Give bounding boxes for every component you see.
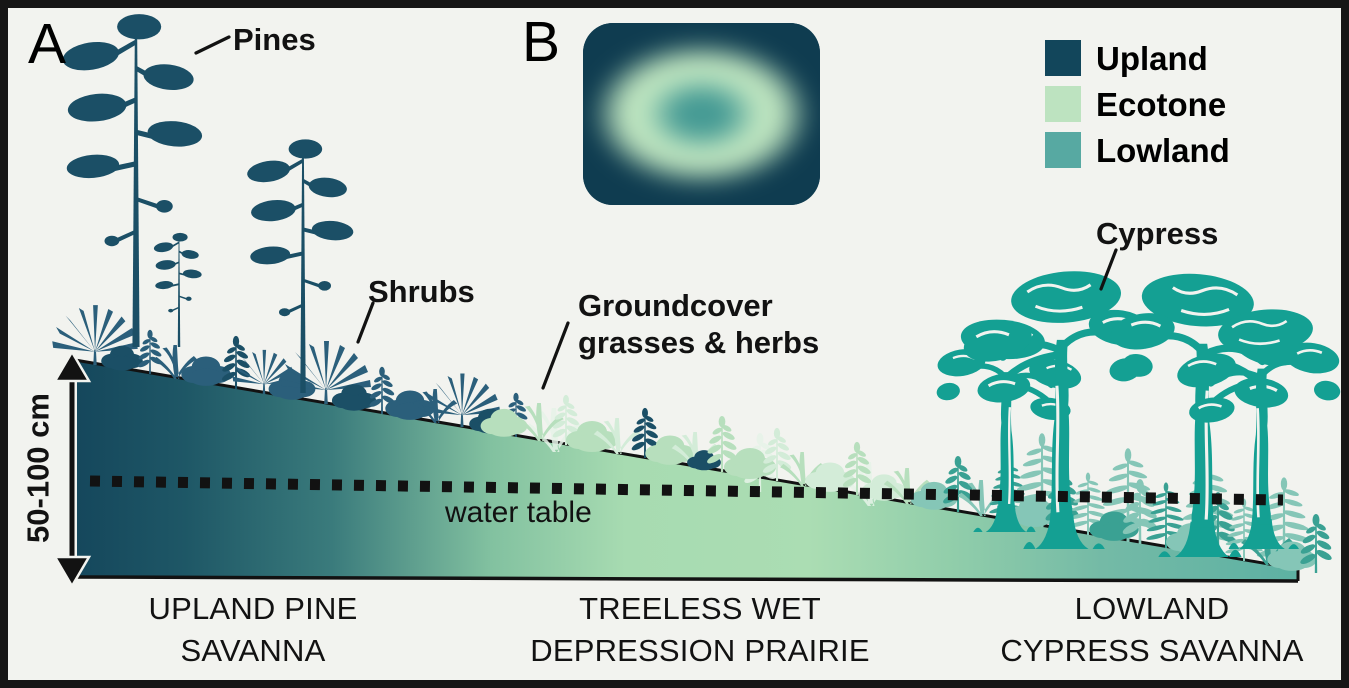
zone-label-upland-pine-savanna: UPLAND PINE SAVANNA (43, 588, 463, 671)
lowland-legend-label: Lowland (1096, 131, 1230, 169)
pine-trees (60, 14, 355, 393)
panel-b-label: B (522, 10, 561, 74)
pointer-lines (194, 35, 1118, 390)
shrubs-label: Shrubs (368, 274, 475, 309)
legend-row-lowland: Lowland (1045, 132, 1230, 168)
zone-1-line1: UPLAND PINE (148, 591, 358, 626)
groundcover-label: Groundcover grasses & herbs (578, 288, 819, 361)
zone-2-line1: TREELESS WET (579, 591, 821, 626)
concentric-zone-gradient (583, 23, 820, 205)
groundcover-label-line1: Groundcover (578, 288, 773, 323)
zone-label-treeless-wet-depression-prairie: TREELESS WET DEPRESSION PRAIRIE (490, 588, 910, 671)
zone-1-line2: SAVANNA (180, 632, 326, 668)
ecotone-legend-label: Ecotone (1096, 85, 1227, 123)
water-table-label: water table (445, 496, 592, 529)
panel-a-label: A (28, 12, 67, 76)
cypress-label: Cypress (1096, 216, 1219, 251)
zone-3-line1: LOWLAND (1074, 591, 1230, 626)
depth-scale-label: 50-100 cm (20, 393, 56, 543)
ecotone-swatch (1045, 86, 1081, 122)
upland-legend-label: Upland (1096, 39, 1208, 77)
zone-label-lowland-cypress-savanna: LOWLAND CYPRESS SAVANNA (942, 588, 1349, 671)
zone-2-line2: DEPRESSION PRAIRIE (530, 632, 870, 668)
panel-b-aerial-map (583, 23, 820, 205)
pines-label: Pines (233, 22, 316, 57)
water-table-line (89, 475, 1284, 506)
legend: Upland Ecotone Lowland (1045, 40, 1230, 168)
depth-arrow (52, 349, 92, 589)
legend-row-upland: Upland (1045, 40, 1230, 76)
zone-3-line2: CYPRESS SAVANNA (1000, 632, 1304, 668)
lowland-swatch (1045, 132, 1081, 168)
legend-row-ecotone: Ecotone (1045, 86, 1230, 122)
upland-swatch (1045, 40, 1081, 76)
soil-wedge (74, 358, 1300, 583)
groundcover-label-line2: grasses & herbs (578, 324, 820, 360)
